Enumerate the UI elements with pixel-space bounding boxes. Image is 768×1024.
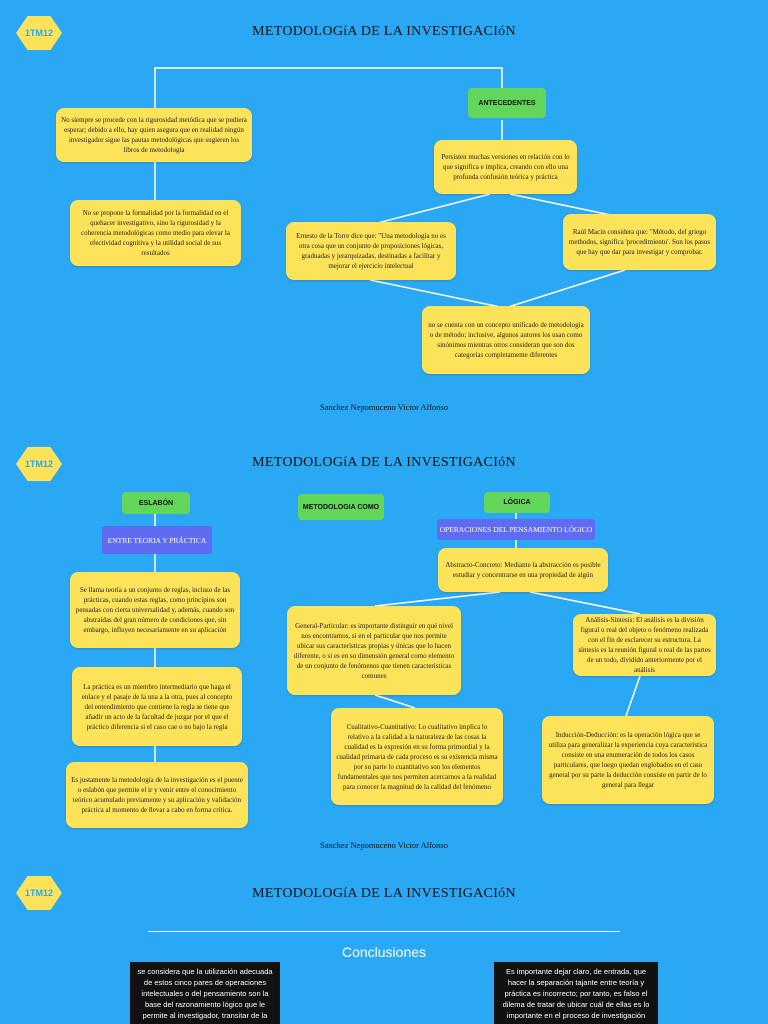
formalidad-node: No se propone la formalidad por la forma… <box>70 200 241 266</box>
page2-author: Sanchez Nepomuceno Victor Alfonso <box>320 840 448 850</box>
page1-connectors <box>154 67 626 309</box>
conclusion-right: Es importante dejar claro, de entrada, q… <box>494 962 658 1024</box>
cualitativo-cuantitativo-node: Cualitativo-Cuantitativo: Lo cualitativo… <box>331 708 503 805</box>
raul-node: Raúl Macin considera que: "Método, del g… <box>563 214 716 270</box>
antecedentes-node: ANTECEDENTES <box>468 88 546 118</box>
operaciones-node: OPERACIONES DEL PENSAMIENTO LÓGICO <box>437 519 595 540</box>
general-particular-node: General-Particular: es importante distin… <box>287 606 461 695</box>
persisten-node: Persisten muchas versiones en relación c… <box>434 140 577 194</box>
rigurosidad-node: No siempre se procede con la rigurosidad… <box>56 108 252 162</box>
divider-line <box>148 931 620 932</box>
eslabon-node: ESLABÓN <box>122 492 190 514</box>
ernesto-node: Ernesto de la Torre dice que: "Una metod… <box>286 222 456 280</box>
no-concepto-node: no se cuenta con un concepto unificado d… <box>422 306 590 374</box>
practica-node: La práctica es un miembro intermediario … <box>72 667 242 746</box>
conclusiones-heading: Conclusiones <box>341 944 427 960</box>
entre-teoria-practica-node: ENTRE TEORIA Y PRÁCTICA <box>102 526 212 554</box>
badge-1tm12: 1TM12 <box>16 876 62 910</box>
abstracto-concreto-node: Abstracto-Concreto: Mediante la abstracc… <box>438 548 608 592</box>
page2-connectors <box>154 513 641 762</box>
page2-title: METODOLOGíA DE LA INVESTIGACIóN <box>252 455 516 470</box>
conclusion-left: se considera que la utilización adecuada… <box>130 962 280 1024</box>
page3-title: METODOLOGíA DE LA INVESTIGACIóN <box>252 886 516 901</box>
metodologia-como-node: METODOLOGIA COMO <box>298 494 384 520</box>
teoria-node: Se llama teoría a un conjunto de reglas,… <box>70 572 240 648</box>
page1-title: METODOLOGíA DE LA INVESTIGACIóN <box>252 24 516 39</box>
logica-node: LÓGICA <box>484 492 550 513</box>
induccion-deduccion-node: Inducción-Deducción: es la operación lóg… <box>542 716 714 804</box>
analisis-sintesis-node: Análisis-Síntesis: El análisis es la div… <box>573 614 716 676</box>
page1-author: Sanchez Nepomuceno Victor Alfonso <box>320 402 448 412</box>
puente-node: Es justamente la metodología de la inves… <box>66 762 248 828</box>
